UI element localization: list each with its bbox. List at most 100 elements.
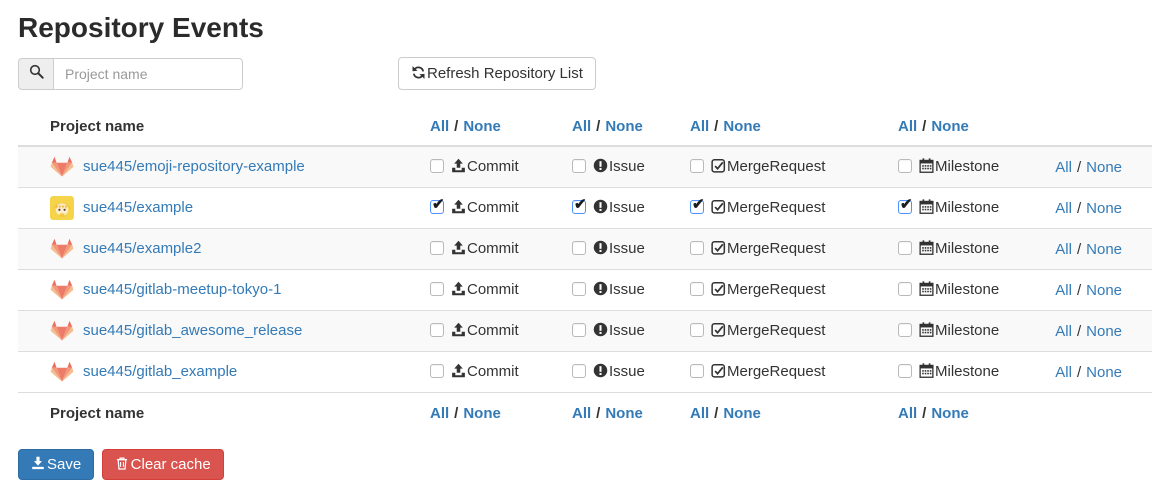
issue-checkbox[interactable] [572,158,586,173]
project-link[interactable]: sue445/gitlab-meetup-tokyo-1 [83,281,282,299]
project-link[interactable]: sue445/gitlab_example [83,363,238,381]
project-link[interactable]: sue445/example2 [83,240,202,258]
issue-toggle[interactable]: Issue [572,240,645,257]
row-select-none-link[interactable]: None [1086,240,1122,258]
milestone-select-none-link[interactable]: None [931,118,969,136]
milestone-toggle[interactable]: Milestone [898,240,999,257]
table-header-row: Project name All/None All/None All/None … [18,109,1152,148]
merge-request-select-all-link[interactable]: All [690,118,710,136]
milestone-checkbox[interactable] [898,363,912,378]
merge_request-toggle[interactable]: MergeRequest [690,363,825,380]
issue-checkbox[interactable] [572,240,586,255]
commit-select-all-link[interactable]: All [430,118,450,136]
commit-toggle[interactable]: Commit [430,158,519,175]
milestone-select-all-link[interactable]: All [898,405,918,423]
separator: / [596,118,601,136]
row-select-all-link[interactable]: All [1055,240,1072,258]
commit-toggle[interactable]: Commit [430,363,519,380]
merge_request-toggle[interactable]: MergeRequest [690,240,825,257]
commit-select-none-link[interactable]: None [463,405,501,423]
issue-toggle[interactable]: Issue [572,195,645,216]
commit-select-all-link[interactable]: All [430,405,450,423]
issue-select-none-link[interactable]: None [605,405,643,423]
merge_request-toggle[interactable]: MergeRequest [690,158,825,175]
milestone-toggle[interactable]: Milestone [898,158,999,175]
merge_request-toggle[interactable]: MergeRequest [690,322,825,339]
milestone-checkbox[interactable] [898,195,913,214]
milestone-toggle[interactable]: Milestone [898,363,999,380]
upload-icon [451,158,466,177]
issue-select-all-link[interactable]: All [572,405,592,423]
row-select-none-link[interactable]: None [1086,281,1122,299]
issue-cell: Issue [572,310,690,352]
issue-checkbox[interactable] [572,363,586,378]
milestone-select-none-link[interactable]: None [931,405,969,423]
search-input[interactable] [53,57,243,90]
commit-checkbox[interactable] [430,158,444,173]
download-icon [31,456,45,473]
commit-checkbox[interactable] [430,281,444,296]
issue-toggle[interactable]: Issue [572,281,645,298]
merge_request-checkbox[interactable] [690,158,704,173]
separator: / [922,405,927,423]
row-select-none-link[interactable]: None [1086,322,1122,340]
event-label: Commit [467,157,519,175]
issue-cell: Issue [572,187,690,229]
milestone-checkbox[interactable] [898,281,912,296]
milestone-toggle[interactable]: Milestone [898,195,999,216]
gitlab-tanuki-avatar [50,360,74,384]
commit-toggle[interactable]: Commit [430,240,519,257]
issue-checkbox[interactable] [572,322,586,337]
issue-toggle[interactable]: Issue [572,363,645,380]
project-link[interactable]: sue445/example [83,199,194,217]
issue-toggle[interactable]: Issue [572,158,645,175]
commit-checkbox[interactable] [430,195,445,214]
merge-request-select-none-link[interactable]: None [723,118,761,136]
row-select-none-link[interactable]: None [1086,158,1122,176]
milestone-toggle[interactable]: Milestone [898,281,999,298]
merge_request-checkbox[interactable] [690,363,704,378]
merge_request-checkbox[interactable] [690,281,704,296]
merge_request-checkbox[interactable] [690,195,705,214]
milestone-checkbox[interactable] [898,240,912,255]
row-select-all-link[interactable]: All [1055,363,1072,381]
issue-checkbox[interactable] [572,281,586,296]
save-button[interactable]: Save [18,449,95,481]
merge_request-checkbox[interactable] [690,240,704,255]
row-select-all-link[interactable]: All [1055,199,1072,217]
commit-toggle[interactable]: Commit [430,322,519,339]
row-select-all-link[interactable]: All [1055,281,1072,299]
merge-request-select-none-link[interactable]: None [723,405,761,423]
merge_request-toggle[interactable]: MergeRequest [690,195,825,216]
row-select-all-link[interactable]: All [1055,158,1072,176]
issue-select-none-link[interactable]: None [605,118,643,136]
milestone-toggle[interactable]: Milestone [898,322,999,339]
issue-checkbox[interactable] [572,195,587,214]
milestone-select-all-link[interactable]: All [898,118,918,136]
event-label: Milestone [935,362,1000,380]
issue-toggle[interactable]: Issue [572,322,645,339]
commit-toggle[interactable]: Commit [430,281,519,298]
event-label: MergeRequest [727,362,826,380]
row-select-none-link[interactable]: None [1086,199,1122,217]
project-link[interactable]: sue445/gitlab_awesome_release [83,322,303,340]
commit-checkbox[interactable] [430,322,444,337]
commit-checkbox[interactable] [430,240,444,255]
issue-cell: Issue [572,351,690,393]
clear-cache-button[interactable]: Clear cache [101,449,224,481]
project-link[interactable]: sue445/emoji-repository-example [83,158,305,176]
merge_request-checkbox[interactable] [690,322,704,337]
merge_request-toggle[interactable]: MergeRequest [690,281,825,298]
commit-toggle[interactable]: Commit [430,195,519,216]
milestone-cell: Milestone [898,351,1055,393]
refresh-repository-list-button[interactable]: Refresh Repository List [398,57,596,91]
row-select-all-link[interactable]: All [1055,322,1072,340]
row-select-none-link[interactable]: None [1086,363,1122,381]
issue-select-all-link[interactable]: All [572,118,592,136]
commit-select-none-link[interactable]: None [463,118,501,136]
commit-checkbox[interactable] [430,363,444,378]
upload-icon [451,281,466,300]
milestone-checkbox[interactable] [898,322,912,337]
merge-request-select-all-link[interactable]: All [690,405,710,423]
milestone-checkbox[interactable] [898,158,912,173]
